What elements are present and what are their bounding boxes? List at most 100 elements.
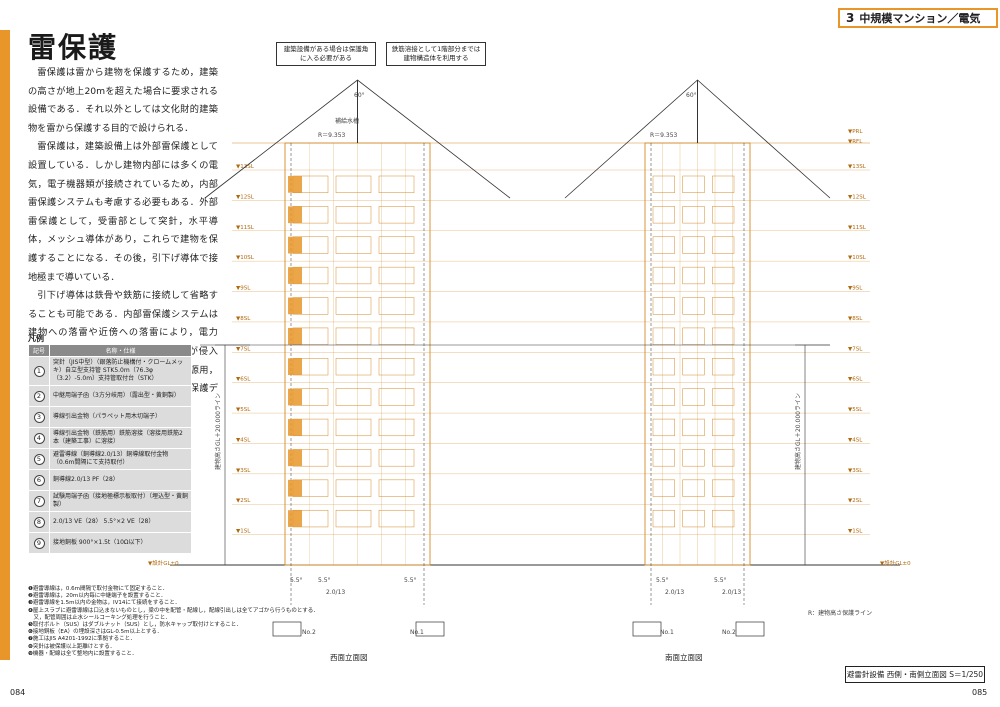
legend-symbol: 6 — [33, 474, 45, 486]
window-west — [335, 175, 372, 193]
window-south — [652, 418, 675, 437]
floor-label-west: ▼12SL — [236, 194, 255, 200]
balcony-fill — [288, 327, 302, 345]
height-label-south: 建物高さGL＋20.000ライン — [794, 393, 802, 470]
ground-label: ▼設計GL±0 — [880, 559, 911, 567]
floor-label-west: ▼9SL — [236, 286, 251, 292]
floor-label-south: ▼4SL — [848, 437, 863, 443]
pit-label-south-2: No.2 — [722, 629, 736, 636]
wire-label-5: 5.5° — [656, 577, 669, 584]
window-west — [335, 358, 372, 376]
note: ❶避雷導線は，0.6m間隔で取付金物にて固定すること． — [28, 586, 168, 592]
note: ❺取付ボルト（SUS）はダブルナット（SUS）とし，防水キャップ取付けとすること… — [28, 622, 242, 629]
note: ❻接地銅板（EA）の埋設深さはGL-0.5m以上とする． — [28, 629, 163, 636]
floor-label-west: ▼1SL — [236, 529, 251, 535]
wire-label-6: 2.0/13 — [665, 589, 684, 596]
window-west — [378, 388, 415, 406]
window-south — [712, 479, 735, 497]
wire-label-8: 2.0/13 — [722, 589, 741, 596]
window-west — [378, 206, 415, 224]
section-title: 中規模マンション／電気 — [859, 12, 981, 25]
window-south — [652, 297, 675, 315]
window-west — [378, 236, 415, 254]
floor-label-west: ▼2SL — [236, 498, 251, 504]
floor-label-south: ▼9SL — [848, 286, 863, 292]
window-south — [682, 388, 705, 406]
window-west — [378, 509, 415, 528]
page-number-right: 085 — [972, 688, 988, 697]
floor-label-south: ▼7SL — [848, 346, 863, 352]
wire-label-4: 5.5° — [404, 577, 417, 584]
page-title: 雷保護 — [28, 31, 119, 64]
floor-label-south: ▼13SL — [848, 164, 867, 170]
window-south — [712, 236, 735, 254]
floor-label-south: ▼6SL — [848, 377, 863, 383]
angle-label-south: 60° — [686, 92, 697, 99]
floor-label-west: ▼10SL — [236, 255, 255, 261]
window-west — [335, 266, 372, 285]
window-west — [335, 388, 372, 406]
window-west — [335, 479, 372, 497]
window-west — [335, 206, 372, 224]
note: ❹屋上スラブに避雷導線は口込まないものとし，梁の中を配管・配線し，配線引出しは全… — [28, 607, 319, 614]
floor-label-west: ▼4SL — [236, 437, 251, 443]
callout-rebar-weld: 鉄筋溶接として1階部分までは建物構造体を利用する — [386, 42, 486, 66]
floor-label-south: ▼8SL — [848, 316, 863, 322]
balcony-fill — [288, 449, 302, 467]
window-south — [652, 509, 675, 528]
legend-caption: 凡例 — [28, 334, 44, 343]
angle-label-west: 60° — [354, 92, 365, 99]
wire-label-2: 5.5° — [318, 577, 331, 584]
window-west — [335, 297, 372, 315]
window-west — [378, 418, 415, 437]
window-south — [682, 327, 705, 345]
balcony-fill — [288, 297, 302, 315]
window-west — [378, 266, 415, 285]
window-west — [335, 236, 372, 254]
window-south — [712, 388, 735, 406]
window-west — [335, 449, 372, 467]
radius-label-west: R＝9.353 — [318, 132, 346, 139]
window-south — [712, 509, 735, 528]
note: ❼施工はJIS A4201-1992に準拠すること． — [28, 636, 136, 643]
mast-label: 補給水槽 — [335, 117, 359, 125]
window-south — [652, 175, 675, 193]
window-south — [712, 206, 735, 224]
window-south — [652, 327, 675, 345]
balcony-fill — [288, 236, 302, 254]
floor-label-south: ▼10SL — [848, 255, 867, 261]
balcony-fill — [288, 267, 302, 284]
window-south — [682, 206, 705, 224]
floor-label-west: ▼7SL — [236, 346, 251, 352]
window-south — [712, 297, 735, 315]
height-label-west: 建物高さGL＋20.000ライン — [214, 393, 222, 470]
legend-symbol: 4 — [33, 432, 45, 444]
notes: ❶避雷導線は，0.6m間隔で取付金物にて固定すること． ❷避雷導線は，20m以内… — [28, 586, 358, 658]
floor-label-west: ▼11SL — [236, 225, 255, 231]
legend-text: 接地銅板 900°×1.5t（10Ω以下） — [49, 532, 192, 554]
balcony-fill — [288, 388, 302, 406]
window-west — [378, 358, 415, 376]
window-west — [378, 449, 415, 467]
legend-symbol: 3 — [33, 411, 45, 423]
window-south — [682, 358, 705, 376]
window-west — [335, 327, 372, 345]
page-number-left: 084 — [10, 688, 26, 697]
note: 又，配管周囲は止水シールコーキング処理を行うこと． — [28, 614, 171, 621]
window-south — [682, 418, 705, 437]
legend-symbol: 8 — [33, 516, 45, 528]
balcony-fill — [288, 419, 302, 436]
floor-label-west: ▼5SL — [236, 407, 251, 413]
window-south — [712, 266, 735, 285]
balcony-fill — [288, 358, 302, 376]
legend-col-no: 記号 — [28, 344, 50, 357]
wire-label-3: 2.0/13 — [326, 589, 345, 596]
window-west — [335, 509, 372, 528]
body-paragraph-1: 雷保護は雷から建物を保護するため，建築の高さが地上20mを超えた場合に要求される… — [28, 67, 218, 134]
window-south — [652, 388, 675, 406]
